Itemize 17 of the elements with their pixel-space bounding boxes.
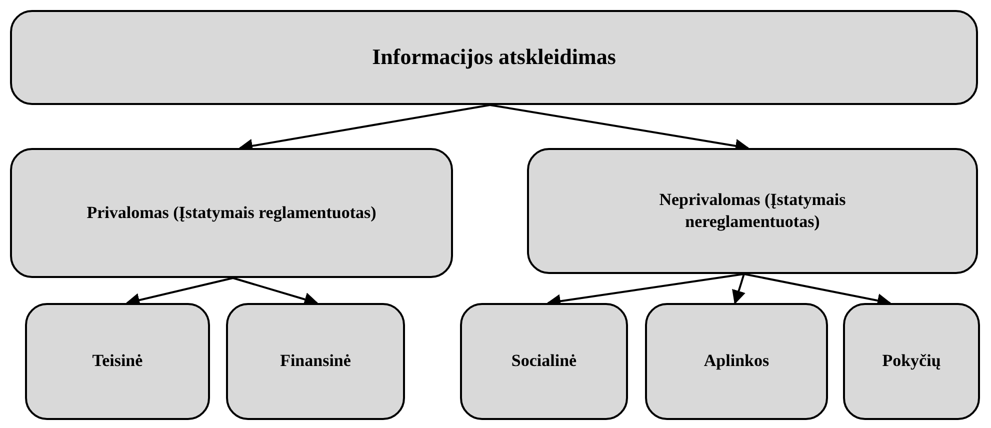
- box-label: Finansinė: [279, 350, 352, 372]
- category-box: [10, 10, 978, 105]
- arrow: [732, 274, 746, 304]
- category-box: [10, 148, 453, 278]
- box-label: Informacijos atskleidimas: [371, 43, 617, 72]
- category-box: [527, 148, 978, 274]
- box-label: Neprivalomas (Įstatymais nereglamentuotas): [658, 188, 847, 233]
- box-label: Socialinė: [510, 350, 578, 372]
- box-label: Privalomas (Įstatymais reglamentuotas): [86, 202, 378, 224]
- category-box: [460, 303, 628, 420]
- category-box: [645, 303, 828, 420]
- category-box: [25, 303, 210, 420]
- category-box: [843, 303, 980, 420]
- box-label: Teisinė: [91, 350, 144, 372]
- category-box: [226, 303, 405, 420]
- box-label: Pokyčių: [881, 350, 942, 372]
- box-label: Aplinkos: [702, 350, 770, 372]
